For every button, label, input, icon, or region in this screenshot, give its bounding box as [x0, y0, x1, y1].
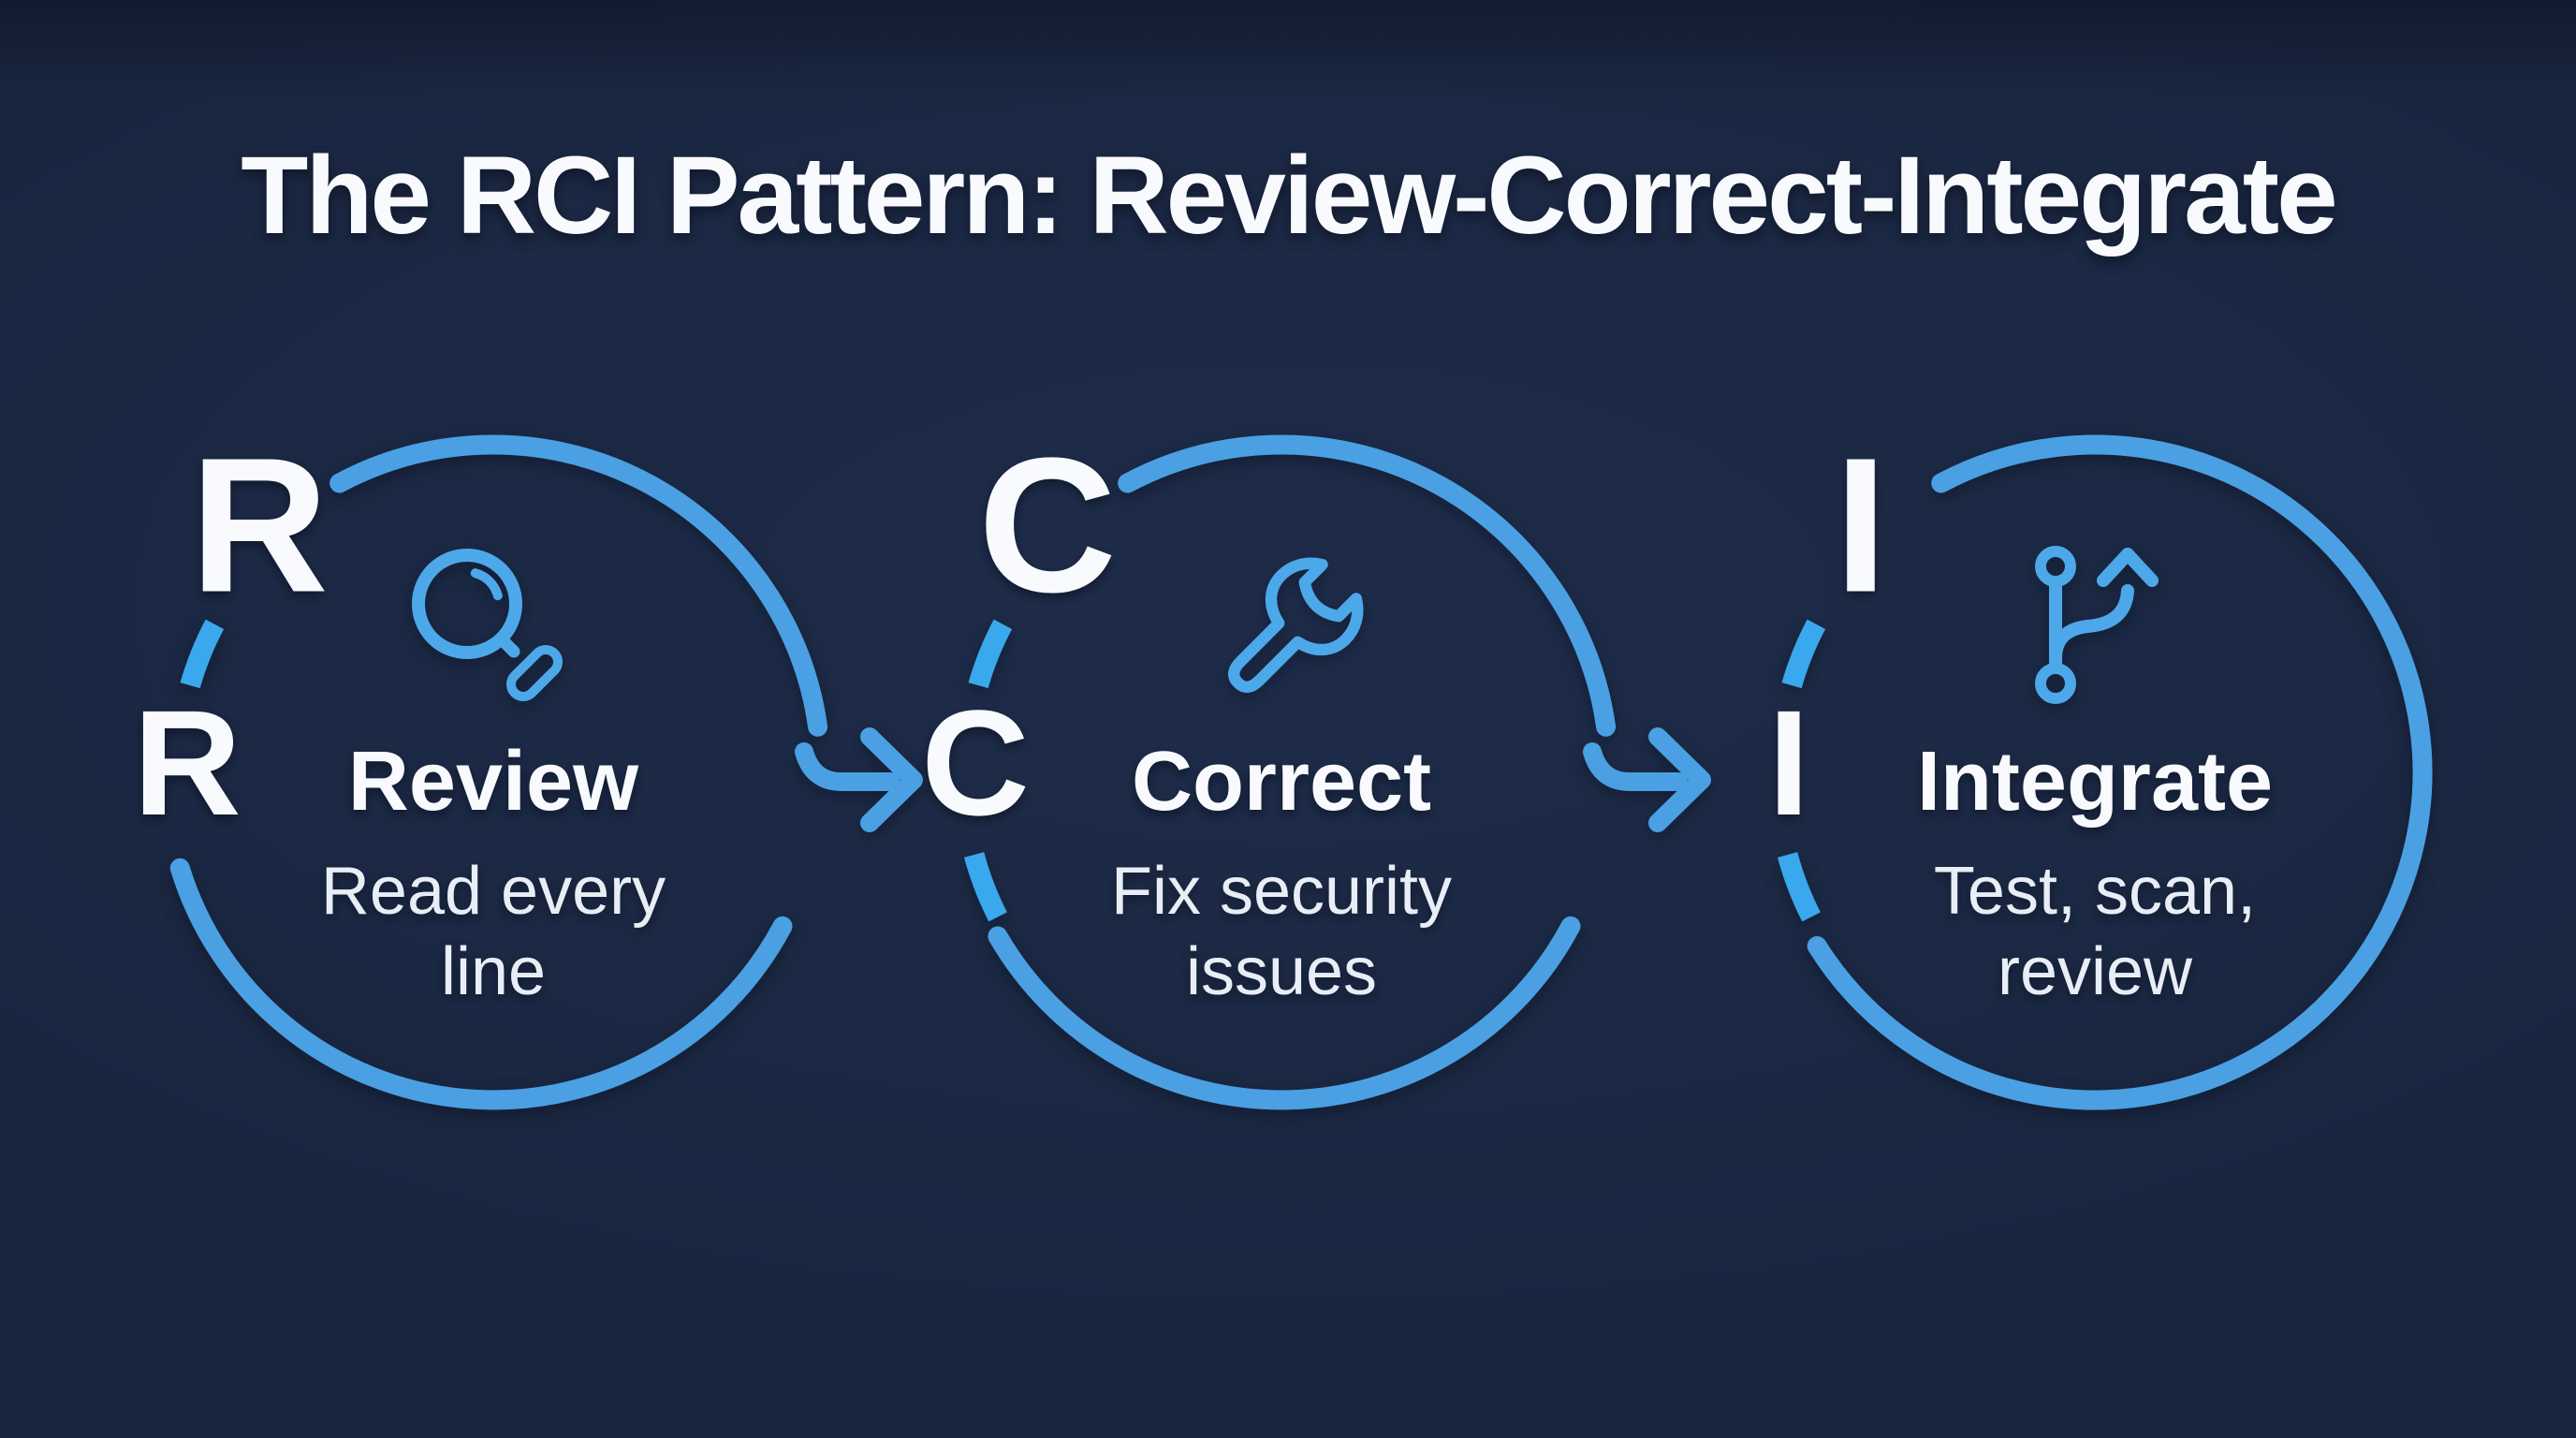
- step-integrate: I I Integrate Test, scan, review: [1720, 398, 2544, 1147]
- integrate-circle-graphic: [1777, 434, 2433, 1110]
- step-title: Integrate: [1916, 735, 2274, 829]
- correct-circle-graphic: [963, 434, 1711, 1110]
- step-subtitle-line1: Test, scan,: [1933, 854, 2257, 929]
- step-subtitle-line1: Fix security: [1110, 854, 1453, 929]
- step-correct: C C Correct Fix security issues: [907, 398, 1731, 1147]
- magnifier-icon: [412, 549, 564, 702]
- step-subtitle-line1: Read every: [320, 854, 666, 929]
- circle-dash: [968, 619, 1013, 689]
- circle-dash: [1781, 619, 1826, 689]
- step-review: R R Review Read every line: [119, 398, 943, 1147]
- step-subtitle-line2: review: [1997, 934, 2193, 1009]
- step-title: Review: [347, 735, 639, 829]
- step-subtitle: Fix security issues: [1111, 851, 1452, 1012]
- circle-dash: [1777, 851, 1821, 922]
- circle-outline: [1777, 434, 2433, 1110]
- step-initial-large: I: [1834, 418, 1888, 633]
- step-initial-large: C: [977, 418, 1118, 633]
- flow-arrow-icon: [795, 727, 923, 832]
- page-title: The RCI Pattern: Review-Correct-Integrat…: [241, 134, 2337, 257]
- step-subtitle: Read every line: [321, 851, 666, 1012]
- wrench-icon: [1228, 557, 1364, 693]
- step-subtitle-line2: line: [440, 934, 547, 1009]
- circle-dash: [963, 851, 1007, 922]
- circle-outline: [963, 434, 1617, 1110]
- flow-arrow-icon: [1583, 727, 1711, 832]
- step-initial-large: R: [189, 418, 329, 633]
- step-initial-small: C: [921, 679, 1030, 846]
- review-circle-graphic: [169, 434, 923, 1110]
- step-initial-small: I: [1767, 679, 1810, 846]
- git-branch-icon: [2035, 546, 2159, 704]
- circle-dash: [180, 619, 225, 689]
- step-title: Correct: [1131, 735, 1432, 829]
- circle-outline: [169, 434, 828, 1110]
- step-subtitle-line2: issues: [1185, 934, 1378, 1009]
- step-initial-small: R: [133, 679, 242, 846]
- step-subtitle: Test, scan, review: [1934, 851, 2256, 1012]
